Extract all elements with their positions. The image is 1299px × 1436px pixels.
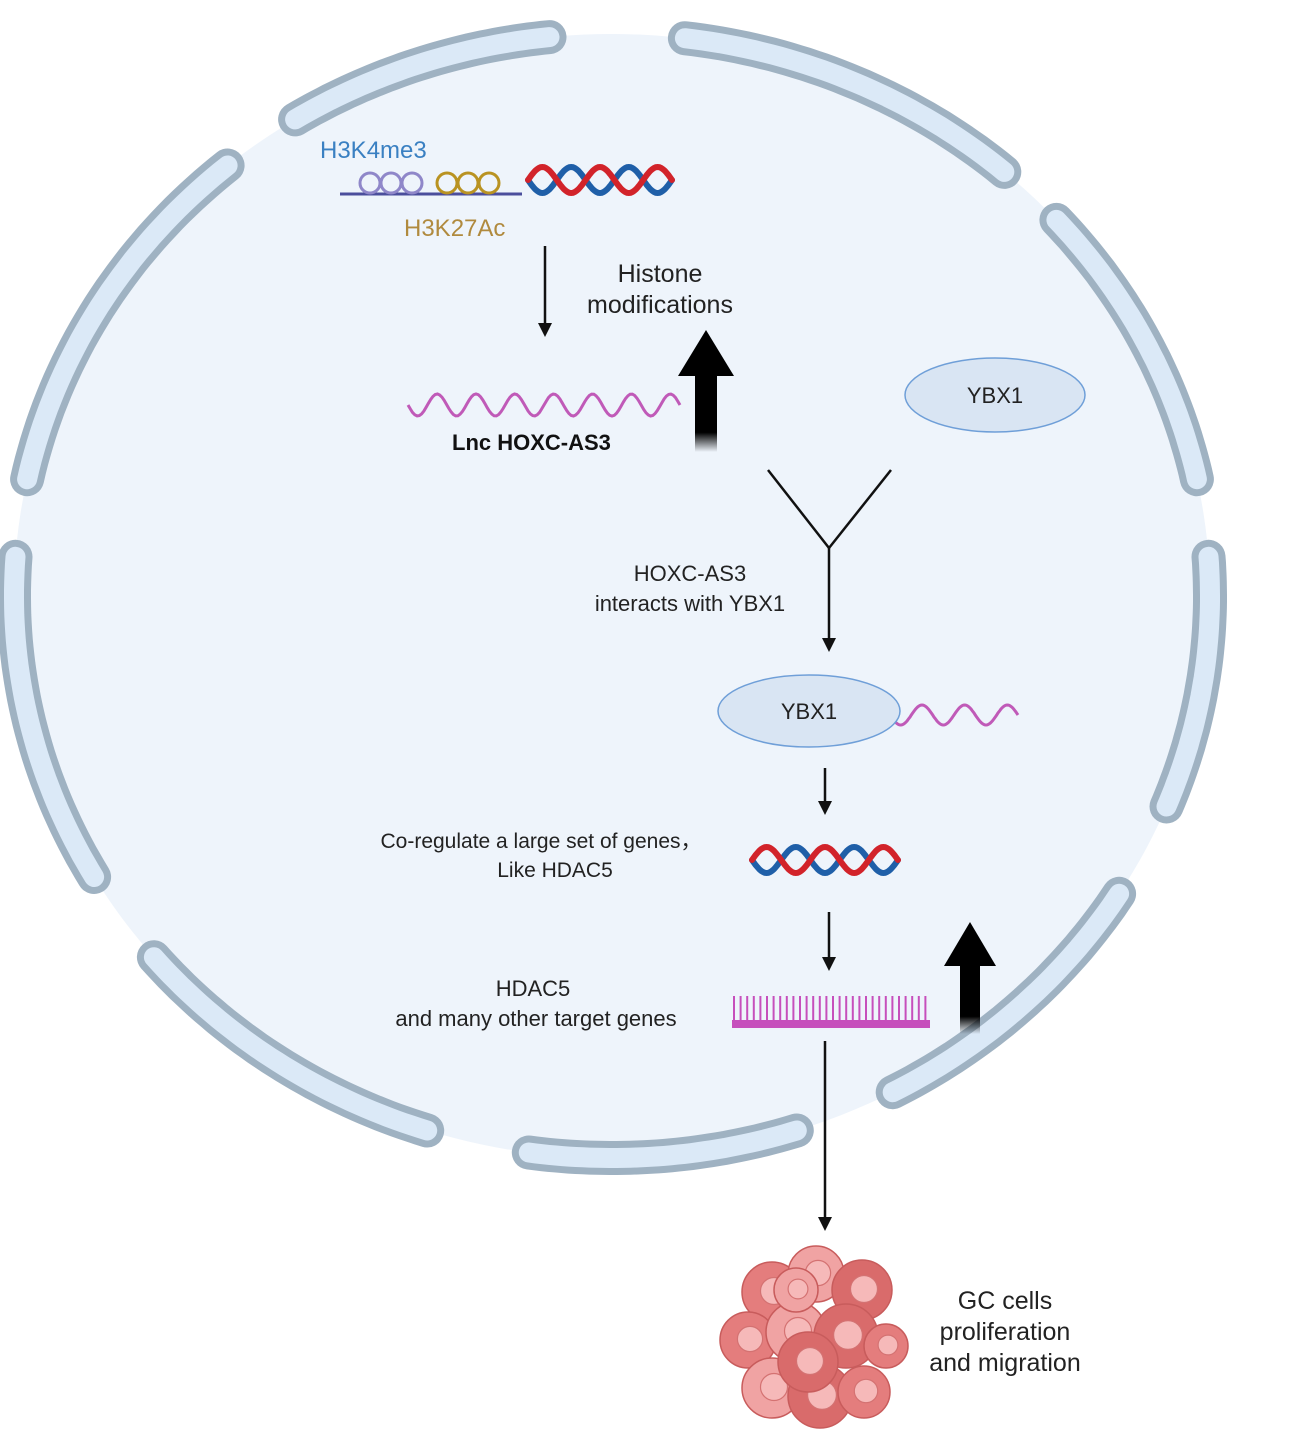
h3k4me3-nucleosomes xyxy=(358,171,424,195)
histone-modifications-label-line1: Histone xyxy=(618,260,703,288)
cell-nucleus xyxy=(795,1346,825,1376)
outcome-label-line3: and migration xyxy=(929,1349,1080,1377)
upregulation-arrow-histone xyxy=(678,330,734,452)
targets-label-line1: HDAC5 xyxy=(496,976,571,1001)
histone-modifications-label-line2: modifications xyxy=(587,291,733,319)
dna-strand-blue xyxy=(749,843,901,877)
gc-cell-cluster xyxy=(719,1245,909,1429)
h3k27ac-nucleosomes xyxy=(435,171,501,195)
cell-nucleus xyxy=(832,1319,863,1350)
merge-connector xyxy=(767,469,892,652)
ybx1-complex-label: YBX1 xyxy=(781,699,837,724)
lnc-rna-label: Lnc HOXC-AS3 xyxy=(452,430,611,455)
envelope-segment-inner xyxy=(1156,546,1220,817)
nucleosome-ring xyxy=(477,171,501,195)
cell-nucleus xyxy=(849,1274,879,1304)
envelope-segment-inner xyxy=(285,27,560,130)
upregulation-arrow-genes xyxy=(944,922,996,1034)
cell-nucleus xyxy=(787,1278,809,1300)
dna-strand-red xyxy=(525,163,675,197)
envelope-segment-inner xyxy=(17,155,238,490)
outcome-label-line1: GC cells xyxy=(958,1287,1052,1315)
dna-helix-top xyxy=(525,163,675,197)
cell-nucleus xyxy=(736,1325,764,1353)
cell-nucleus xyxy=(877,1334,899,1356)
h3k4me3-label: H3K4me3 xyxy=(320,137,427,164)
h3k27ac-label: H3K27Ac xyxy=(404,215,505,242)
outcome-label-line2: proliferation xyxy=(940,1318,1071,1346)
lnc-rna-strand xyxy=(406,392,682,418)
envelope-segment-inner xyxy=(4,546,105,887)
cell-nucleus xyxy=(853,1378,879,1404)
targets-label-line2: and many other target genes xyxy=(395,1006,676,1031)
envelope-segment-inner xyxy=(674,28,1015,182)
ybx1-lncrna-complex: YBX1 xyxy=(717,674,1020,748)
dna-strand-red xyxy=(749,843,901,877)
gene-comb-base xyxy=(732,1020,930,1028)
bound-rna-strand xyxy=(888,703,1020,727)
nucleosome-ring xyxy=(400,171,424,195)
ybx1-protein-free: YBX1 xyxy=(904,357,1086,433)
nuclear-envelope xyxy=(0,20,1227,1175)
envelope-segment-inner xyxy=(518,1120,807,1168)
interaction-label-line2: interacts with YBX1 xyxy=(595,591,785,616)
envelope-segment-inner xyxy=(143,947,438,1141)
cell-nucleus xyxy=(759,1372,789,1402)
dna-strand-blue xyxy=(525,163,675,197)
dna-helix-target xyxy=(749,843,901,877)
histone-marks: H3K4me3 H3K27Ac xyxy=(320,137,522,242)
target-genes-comb xyxy=(732,996,930,1028)
envelope-segment-inner xyxy=(1046,209,1207,490)
envelope-segment-inner xyxy=(882,883,1130,1103)
coregulate-label-line1: Co-regulate a large set of genes， xyxy=(380,830,701,853)
ybx1-free-label: YBX1 xyxy=(967,383,1023,408)
interaction-label-line1: HOXC-AS3 xyxy=(634,561,746,586)
nucleus-interior xyxy=(14,34,1210,1158)
coregulate-label-line2: Like HDAC5 xyxy=(497,859,613,882)
